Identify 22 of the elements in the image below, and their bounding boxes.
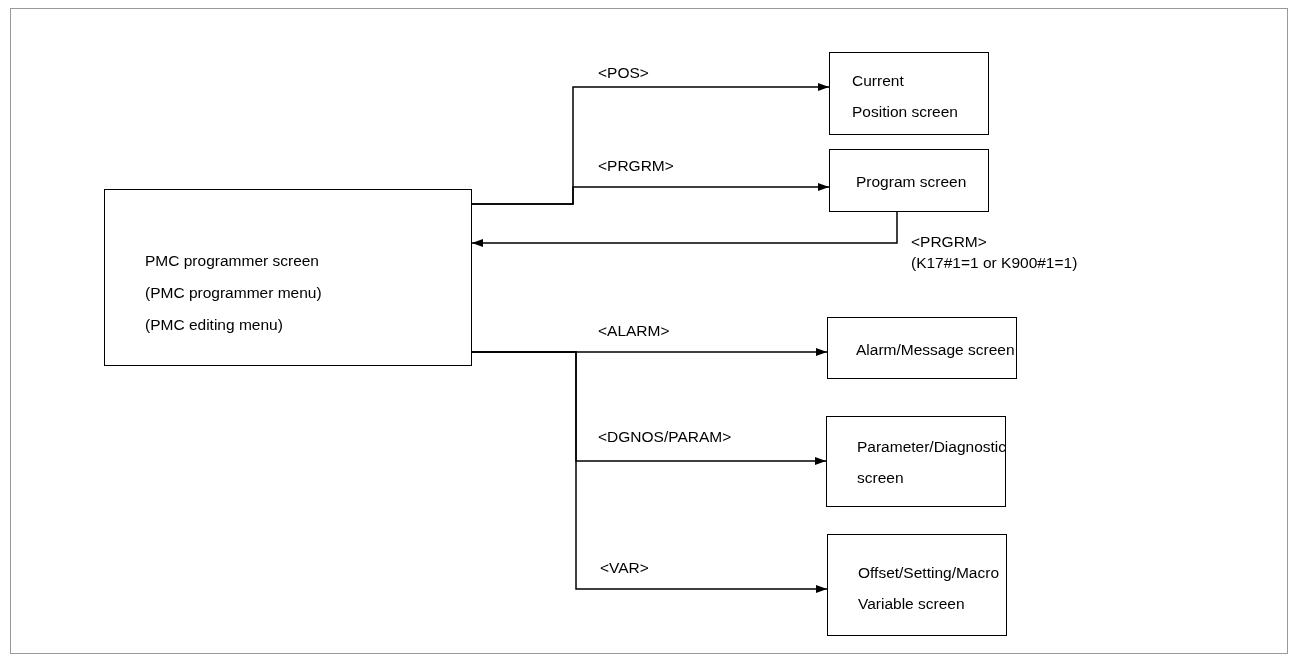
screen-box <box>827 317 1017 379</box>
screen-box <box>829 52 989 135</box>
condition-note: (K17#1=1 or K900#1=1) <box>911 254 1078 272</box>
edge-label: <POS> <box>598 64 649 82</box>
screen-name: PMC programmer screen <box>145 251 320 271</box>
edge-label: <DGNOS/PARAM> <box>598 428 732 446</box>
screen-name: Program screen <box>856 172 968 192</box>
screen-name: (PMC programmer menu) <box>145 283 323 303</box>
screen-box <box>829 149 989 212</box>
edge-label: <PRGRM> <box>598 157 674 175</box>
screen-name: Current Position screen <box>852 71 959 122</box>
edge-label: <ALARM> <box>598 322 670 340</box>
screen-box <box>827 534 1007 636</box>
screen-name: (PMC editing menu) <box>145 315 284 335</box>
arrow <box>471 183 830 205</box>
arrow <box>471 351 828 593</box>
screen-box <box>104 189 472 366</box>
arrow <box>471 211 898 247</box>
edge-label: <PRGRM> <box>911 233 987 251</box>
screen-name: Offset/Setting/Macro Variable screen <box>858 563 1000 614</box>
edge-label: <VAR> <box>600 559 649 577</box>
screen-box <box>826 416 1006 507</box>
